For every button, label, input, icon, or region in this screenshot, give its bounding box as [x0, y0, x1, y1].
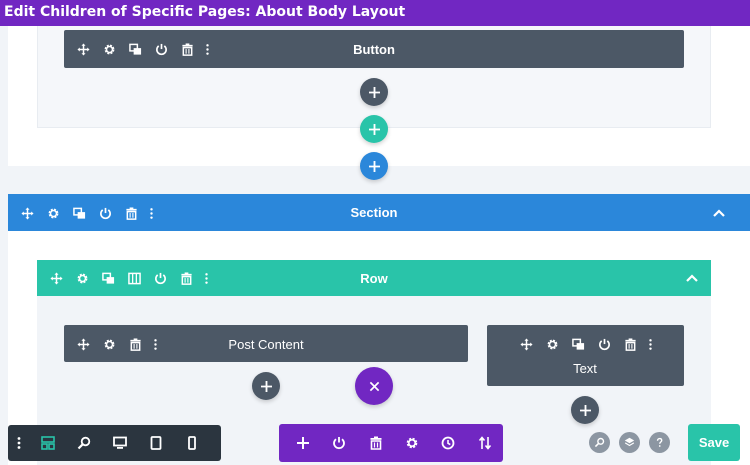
add-section-button[interactable]	[360, 152, 388, 180]
module-text[interactable]: Text	[487, 325, 684, 386]
view-mode-toolbar	[8, 425, 221, 461]
layers-icon	[624, 437, 635, 447]
chevron-up-icon[interactable]	[712, 206, 726, 220]
power-icon[interactable]	[321, 424, 357, 462]
row-header[interactable]: Row	[37, 260, 711, 296]
trash-icon[interactable]	[118, 203, 144, 223]
close-icon	[369, 381, 379, 391]
module-text-label: Text	[573, 361, 597, 376]
gear-icon[interactable]	[96, 334, 122, 354]
more-icon[interactable]	[8, 425, 30, 461]
duplicate-icon[interactable]	[565, 334, 591, 354]
phone-icon[interactable]	[174, 425, 210, 461]
more-icon[interactable]	[144, 203, 158, 223]
save-button[interactable]: Save	[688, 424, 740, 461]
trash-icon[interactable]	[617, 334, 643, 354]
add-module-button[interactable]	[252, 372, 280, 400]
help-icon	[656, 437, 663, 447]
module-post-content[interactable]: Post Content	[64, 325, 468, 362]
more-icon[interactable]	[148, 334, 162, 354]
row-label: Row	[360, 271, 388, 286]
zoom-icon[interactable]	[66, 425, 102, 461]
plus-icon	[579, 404, 591, 416]
duplicate-icon[interactable]	[122, 39, 148, 59]
gear-icon[interactable]	[539, 334, 565, 354]
duplicate-icon[interactable]	[66, 203, 92, 223]
add-module-button[interactable]	[571, 396, 599, 424]
plus-icon[interactable]	[285, 424, 321, 462]
section-header[interactable]: Section	[8, 194, 750, 231]
window-title: Edit Children of Specific Pages: About B…	[4, 4, 406, 20]
tablet-icon[interactable]	[138, 425, 174, 461]
gear-icon[interactable]	[394, 424, 430, 462]
more-icon[interactable]	[643, 334, 657, 354]
move-icon[interactable]	[70, 39, 96, 59]
move-icon[interactable]	[14, 203, 40, 223]
trash-icon[interactable]	[358, 424, 394, 462]
power-icon[interactable]	[591, 334, 617, 354]
power-icon[interactable]	[92, 203, 118, 223]
add-row-button[interactable]	[360, 115, 388, 143]
plus-icon	[368, 86, 380, 98]
gear-icon[interactable]	[69, 268, 95, 288]
gear-icon[interactable]	[40, 203, 66, 223]
power-icon[interactable]	[147, 268, 173, 288]
help-button[interactable]	[649, 432, 670, 453]
section-label: Section	[350, 205, 398, 220]
gear-icon[interactable]	[96, 39, 122, 59]
trash-icon[interactable]	[174, 39, 200, 59]
close-button[interactable]	[355, 367, 393, 405]
module-button[interactable]: Button	[64, 30, 684, 68]
plus-icon	[260, 380, 272, 392]
more-icon[interactable]	[200, 39, 214, 59]
page-settings-toolbar	[279, 424, 503, 462]
search-help-button[interactable]	[589, 432, 610, 453]
desktop-icon[interactable]	[102, 425, 138, 461]
plus-icon	[368, 123, 380, 135]
history-icon[interactable]	[430, 424, 466, 462]
zoom-icon	[594, 437, 605, 448]
duplicate-icon[interactable]	[95, 268, 121, 288]
move-icon[interactable]	[513, 334, 539, 354]
power-icon[interactable]	[148, 39, 174, 59]
plus-icon	[368, 160, 380, 172]
layers-button[interactable]	[619, 432, 640, 453]
more-icon[interactable]	[199, 268, 213, 288]
move-icon[interactable]	[43, 268, 69, 288]
move-icon[interactable]	[70, 334, 96, 354]
window-title-bar: Edit Children of Specific Pages: About B…	[0, 0, 750, 26]
module-button-label: Button	[353, 42, 395, 57]
wireframe-icon[interactable]	[30, 425, 66, 461]
columns-icon[interactable]	[121, 268, 147, 288]
trash-icon[interactable]	[173, 268, 199, 288]
module-post-content-label: Post Content	[228, 337, 304, 352]
portability-icon[interactable]	[467, 424, 503, 462]
chevron-up-icon[interactable]	[685, 271, 699, 285]
trash-icon[interactable]	[122, 334, 148, 354]
add-module-button[interactable]	[360, 78, 388, 106]
